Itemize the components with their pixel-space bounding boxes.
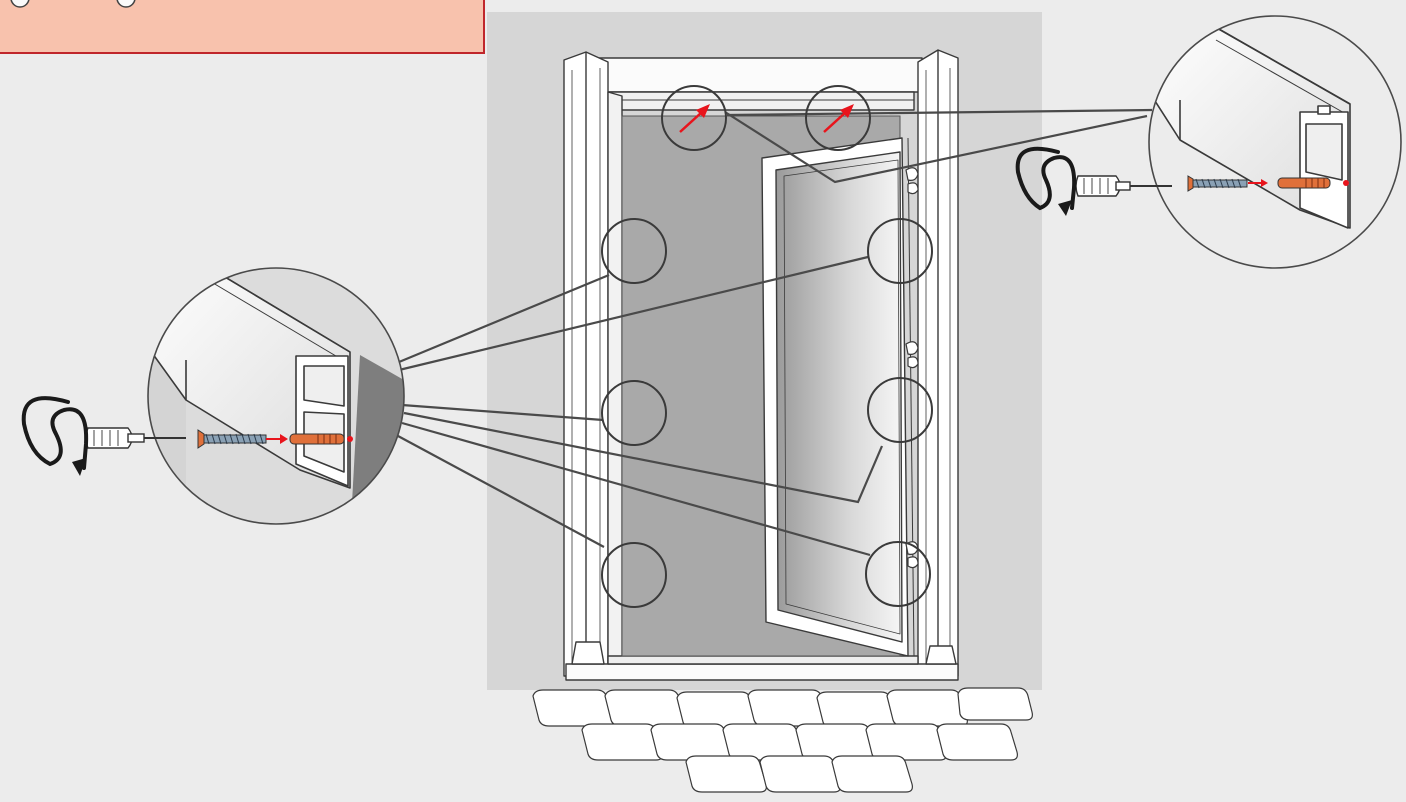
paving-stone-icon (796, 724, 876, 760)
paving-stone-icon (832, 756, 912, 792)
paving-stone-icon (686, 756, 766, 792)
paving-stone-icon (958, 688, 1032, 720)
paving-stone-icon (582, 724, 662, 760)
detail-right (1148, 16, 1401, 268)
rotate-arrow-icon (24, 398, 86, 468)
door-sash (762, 138, 914, 656)
paving-stone-icon (887, 690, 967, 726)
paving-stone-icon (748, 690, 828, 726)
legend-panel (0, 0, 484, 53)
wall-plug-icon (290, 434, 353, 444)
paving-stone-icon (817, 692, 897, 728)
paving-stone-icon (677, 692, 757, 728)
paving-stone-icon (605, 690, 685, 726)
paving-stone-icon (760, 756, 840, 792)
paving-stone-icon (937, 724, 1017, 760)
paving-stone-icon (866, 724, 946, 760)
paving-stones (533, 688, 1032, 792)
paving-stone-icon (651, 724, 731, 760)
paving-stone-icon (723, 724, 803, 760)
detail-left (140, 260, 420, 540)
paving-stone-icon (533, 690, 613, 726)
